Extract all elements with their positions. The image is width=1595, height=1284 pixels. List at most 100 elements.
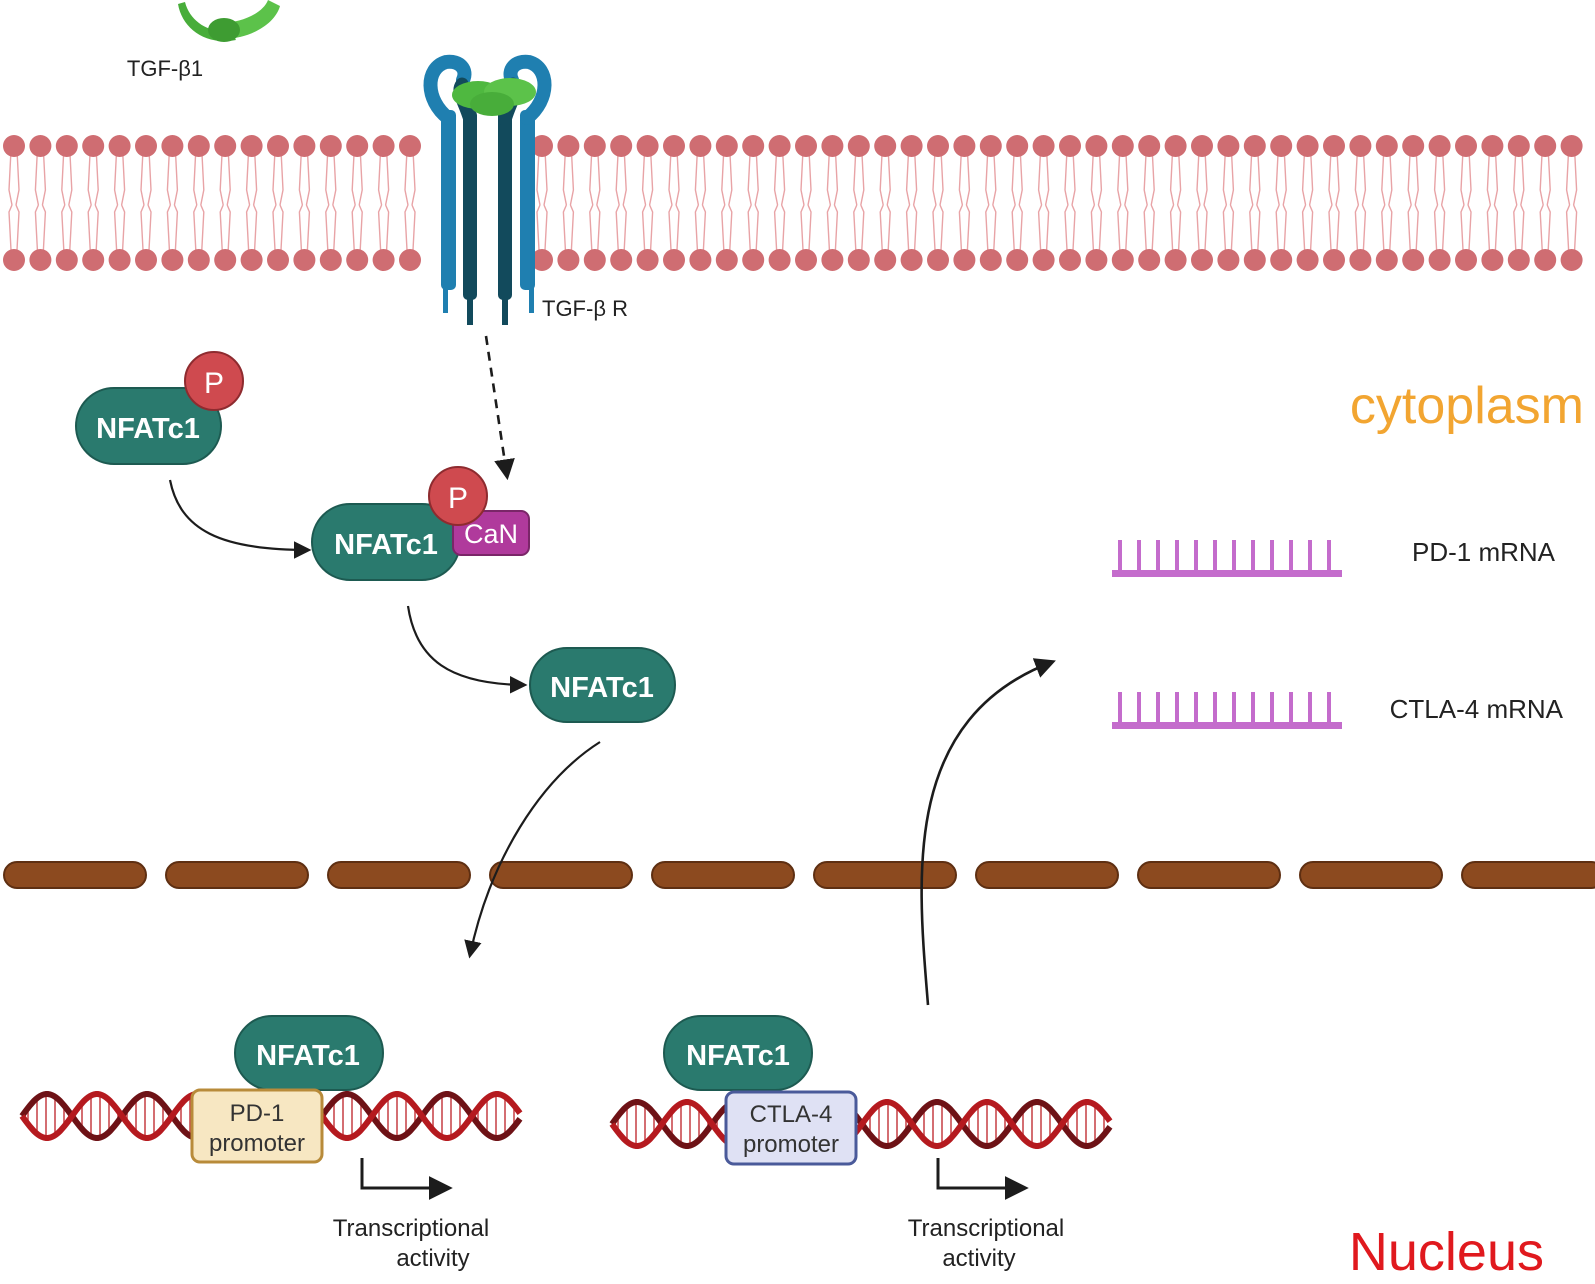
phospho-label-1: P bbox=[204, 367, 224, 400]
mrna-base bbox=[1308, 692, 1312, 723]
lipid-tail bbox=[1565, 149, 1578, 206]
lipid-head bbox=[29, 135, 52, 157]
tgf-beta-receptor bbox=[423, 54, 552, 325]
mrna-base bbox=[1213, 692, 1217, 723]
nfatc1-phosphorylated: NFATc1 P bbox=[75, 351, 244, 465]
lipid-head bbox=[293, 135, 316, 157]
lipid-tail bbox=[1011, 204, 1023, 251]
lipid-tail bbox=[325, 204, 337, 251]
lipid-head bbox=[55, 249, 78, 271]
mrna-backbone bbox=[1112, 570, 1342, 577]
dashed-signal-arrow bbox=[484, 335, 515, 481]
lipid-tail bbox=[853, 149, 865, 206]
lipid-head bbox=[372, 249, 395, 271]
lipid-tail bbox=[193, 149, 205, 206]
dna-helix-ctla4 bbox=[609, 1099, 1113, 1149]
lipid-tail bbox=[562, 149, 575, 206]
lipid-tail bbox=[985, 204, 997, 251]
nuclear-envelope-segment bbox=[489, 861, 633, 889]
nfatc1-label-2: NFATc1 bbox=[334, 529, 438, 561]
lipid-head bbox=[1534, 249, 1557, 271]
lipid-head bbox=[399, 249, 421, 271]
lipid-tail bbox=[721, 204, 733, 251]
nfatc1-label-3: NFATc1 bbox=[550, 672, 654, 704]
transcription-arrow-1 bbox=[360, 1158, 453, 1200]
lipid-head bbox=[742, 249, 765, 271]
lipid-tail bbox=[166, 149, 179, 206]
lipid-tail bbox=[1407, 204, 1419, 251]
lipid-head bbox=[1507, 249, 1530, 271]
nuclear-envelope-segment bbox=[1299, 861, 1443, 889]
lipid-tail bbox=[219, 204, 231, 251]
lipid-head bbox=[1296, 249, 1319, 271]
lipid-head bbox=[1455, 135, 1477, 157]
mrna-base bbox=[1308, 540, 1312, 571]
lipid-tail bbox=[747, 149, 759, 206]
lipid-tail bbox=[879, 149, 891, 206]
lipid-head bbox=[82, 249, 105, 271]
lipid-tail bbox=[932, 204, 944, 251]
lipid-head bbox=[953, 135, 976, 157]
lipid-tail bbox=[589, 204, 601, 251]
lipid-tail bbox=[298, 204, 311, 251]
lipid-head bbox=[557, 249, 580, 271]
lipid-tail bbox=[615, 204, 627, 251]
mrna-base bbox=[1270, 540, 1274, 571]
lipid-head bbox=[346, 135, 369, 157]
ctla4-promoter-line2: promoter bbox=[743, 1131, 839, 1158]
lipid-tail bbox=[536, 149, 548, 206]
lipid-head bbox=[1534, 135, 1557, 157]
mrna-base bbox=[1289, 540, 1293, 571]
transcription-arrow-2 bbox=[936, 1158, 1029, 1200]
lipid-tail bbox=[905, 204, 918, 251]
lipid-head bbox=[1428, 135, 1451, 157]
lipid-head bbox=[135, 135, 157, 157]
nuclear-envelope-segment bbox=[813, 861, 957, 889]
nuclear-envelope-segment bbox=[651, 861, 795, 889]
lipid-head bbox=[795, 135, 817, 157]
lipid-head bbox=[847, 135, 870, 157]
lipid-tail bbox=[826, 149, 839, 206]
lipid-head bbox=[715, 249, 738, 271]
lipid-tail bbox=[800, 149, 812, 206]
lipid-tail bbox=[351, 149, 363, 206]
lipid-head bbox=[874, 249, 897, 271]
lipid-head bbox=[1138, 135, 1161, 157]
lipid-tail bbox=[615, 149, 627, 206]
transcription-1-line2: activity bbox=[396, 1245, 469, 1272]
lipid-head bbox=[1296, 135, 1319, 157]
mrna-base bbox=[1175, 540, 1179, 571]
lipid-head bbox=[399, 135, 421, 157]
mrna-base bbox=[1194, 692, 1198, 723]
lipid-head bbox=[55, 135, 78, 157]
lipid-head bbox=[1111, 135, 1134, 157]
lipid-head bbox=[3, 135, 25, 157]
pd1-promoter-line1: PD-1 bbox=[230, 1100, 285, 1127]
nuclear-envelope-segment bbox=[1137, 861, 1281, 889]
lipid-tail bbox=[536, 204, 548, 251]
lipid-tail bbox=[404, 149, 416, 206]
lipid-head bbox=[610, 249, 633, 271]
lipid-tail bbox=[958, 149, 971, 206]
mrna-base bbox=[1213, 540, 1217, 571]
lipid-tail bbox=[1117, 149, 1129, 206]
lipid-head bbox=[1375, 249, 1398, 271]
lipid-tail bbox=[668, 204, 680, 251]
lipid-tail bbox=[219, 149, 231, 206]
receptor-label: TGF-β R bbox=[542, 296, 628, 321]
lipid-tail bbox=[562, 204, 575, 251]
ctla4-promoter-line1: CTLA-4 bbox=[750, 1101, 833, 1128]
lipid-tail bbox=[272, 149, 284, 206]
lipid-head bbox=[108, 135, 131, 157]
ctla4-mrna bbox=[1112, 692, 1342, 729]
lipid-tail bbox=[113, 149, 126, 206]
lipid-tail bbox=[87, 149, 99, 206]
lipid-head bbox=[346, 249, 369, 271]
lipid-tail bbox=[1275, 149, 1287, 206]
transcription-1-line1: Transcriptional bbox=[333, 1215, 490, 1242]
lipid-head bbox=[979, 135, 1002, 157]
lipid-head bbox=[1270, 135, 1293, 157]
lipid-head bbox=[82, 135, 105, 157]
lipid-head bbox=[1059, 135, 1081, 157]
mrna-base bbox=[1118, 692, 1122, 723]
